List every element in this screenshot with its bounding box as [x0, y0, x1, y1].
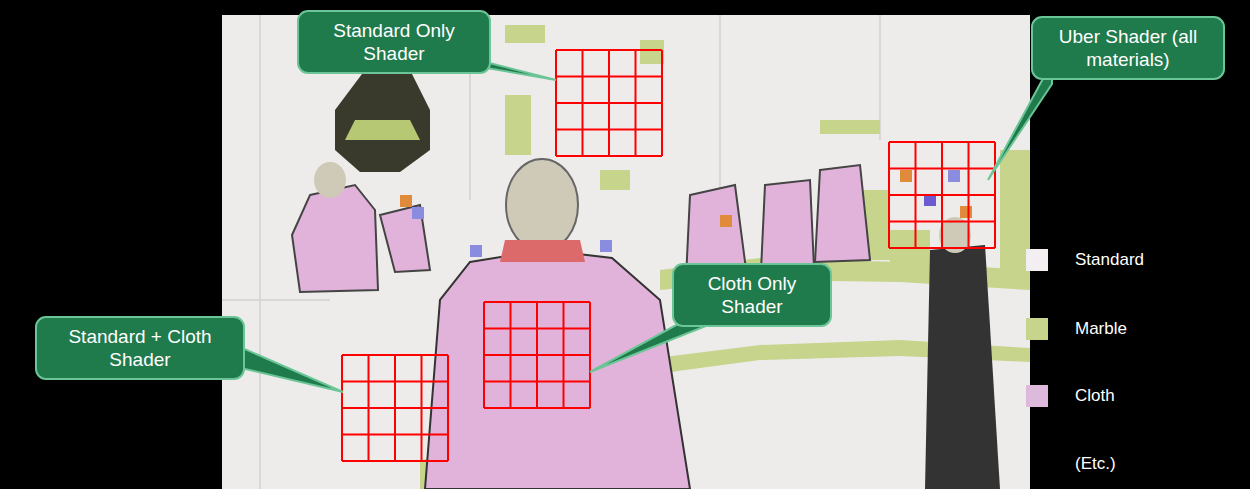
callout-box: Uber Shader (all materials)	[1031, 16, 1225, 80]
legend-text: Cloth	[1075, 385, 1115, 407]
legend-text: Marble	[1075, 318, 1127, 340]
grid-line	[556, 102, 662, 104]
grid-line	[484, 407, 590, 409]
grid-line	[994, 142, 996, 248]
grid-line	[661, 50, 663, 156]
grid-line	[484, 381, 590, 383]
legend-text: Standard	[1075, 249, 1144, 271]
callout-box: Standard + Cloth Shader	[35, 316, 245, 380]
legend-swatch	[1026, 318, 1048, 340]
grid-line	[968, 142, 970, 248]
grid-line	[889, 194, 995, 196]
grid-line	[556, 155, 662, 157]
grid-line	[342, 407, 448, 409]
callout-text: Standard Only Shader	[311, 19, 477, 65]
legend-swatch	[1026, 249, 1048, 271]
grid-line	[342, 460, 448, 462]
callout-text: Cloth Only Shader	[686, 272, 818, 318]
grid-line	[889, 247, 995, 249]
grid-line	[563, 302, 565, 408]
grid-line	[484, 354, 590, 356]
grid-line	[421, 355, 423, 461]
callout-text: Uber Shader (all materials)	[1045, 25, 1211, 71]
legend-swatch	[1026, 385, 1048, 407]
grid-line	[589, 302, 591, 408]
grid-line	[447, 355, 449, 461]
grid-line	[889, 221, 995, 223]
grid-line	[635, 50, 637, 156]
grid-line	[556, 129, 662, 131]
grid-line	[342, 434, 448, 436]
callout-text: Standard + Cloth Shader	[49, 325, 231, 371]
callout-box: Standard Only Shader	[297, 10, 491, 74]
legend-note: (Etc.)	[1075, 453, 1116, 475]
callout-box: Cloth Only Shader	[672, 263, 832, 327]
